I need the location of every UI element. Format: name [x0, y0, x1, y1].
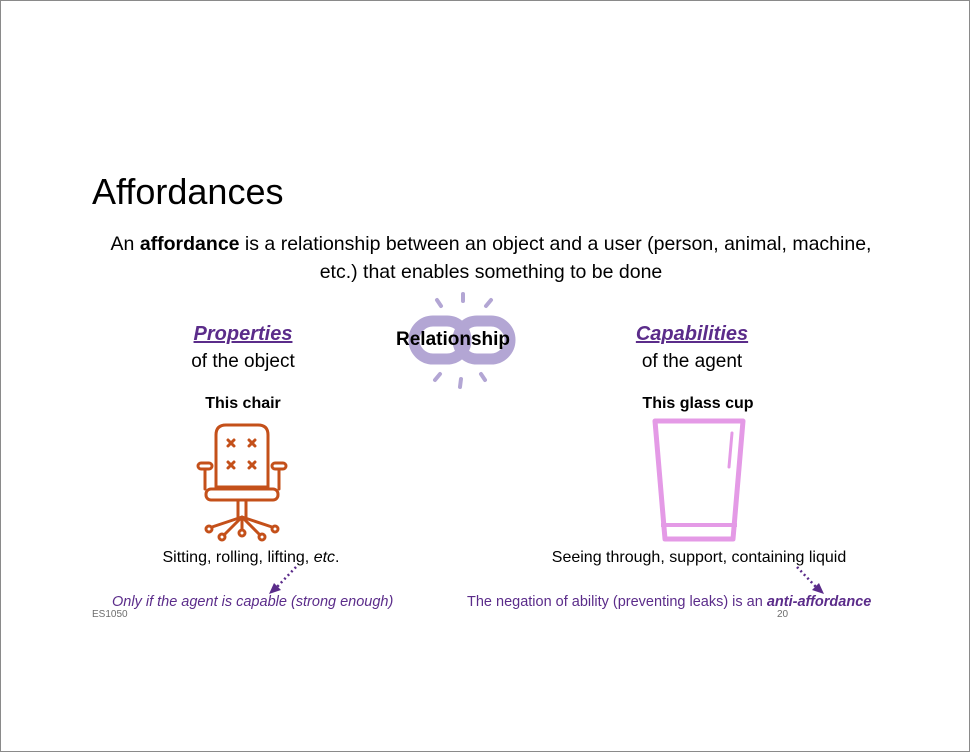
chair-label: This chair [205, 395, 281, 412]
chair-caption-end: . [335, 549, 340, 566]
chair-caption: Sitting, rolling, lifting, etc. [101, 549, 401, 567]
properties-subheading: of the object [191, 351, 295, 372]
anti-affordance-term: anti-affordance [766, 594, 872, 610]
definition-prefix: An [110, 233, 140, 255]
anti-affordance-note: The negation of ability (preventing leak… [467, 594, 871, 610]
left-dotted-arrow [269, 566, 297, 594]
glass-cup-label: This glass cup [642, 395, 754, 412]
chair-caption-main: Sitting, rolling, lifting, [162, 549, 314, 566]
slide-title: Affordances [92, 171, 284, 212]
capability-note: Only if the agent is capable (strong eno… [112, 594, 394, 610]
definition-suffix: is a relationship between an object and … [239, 233, 872, 283]
glass-cup-caption: Seeing through, support, containing liqu… [551, 549, 847, 566]
glass-cup-icon [652, 418, 746, 542]
definition-term: affordance [139, 233, 240, 255]
capabilities-subheading: of the agent [641, 351, 743, 372]
office-chair-icon [196, 423, 288, 542]
capabilities-heading: Capabilities [635, 323, 749, 345]
page-number: 20 [777, 609, 789, 620]
course-code: ES1050 [92, 609, 128, 620]
properties-heading: Properties [193, 323, 293, 345]
relationship-label: Relationship [396, 329, 511, 350]
chair-caption-italic: etc [313, 549, 336, 566]
link-icon [408, 292, 516, 389]
anti-affordance-note-text: The negation of ability (preventing leak… [467, 594, 767, 610]
definition-text: An affordance is a relationship between … [91, 230, 891, 286]
right-dotted-arrow [796, 566, 824, 594]
